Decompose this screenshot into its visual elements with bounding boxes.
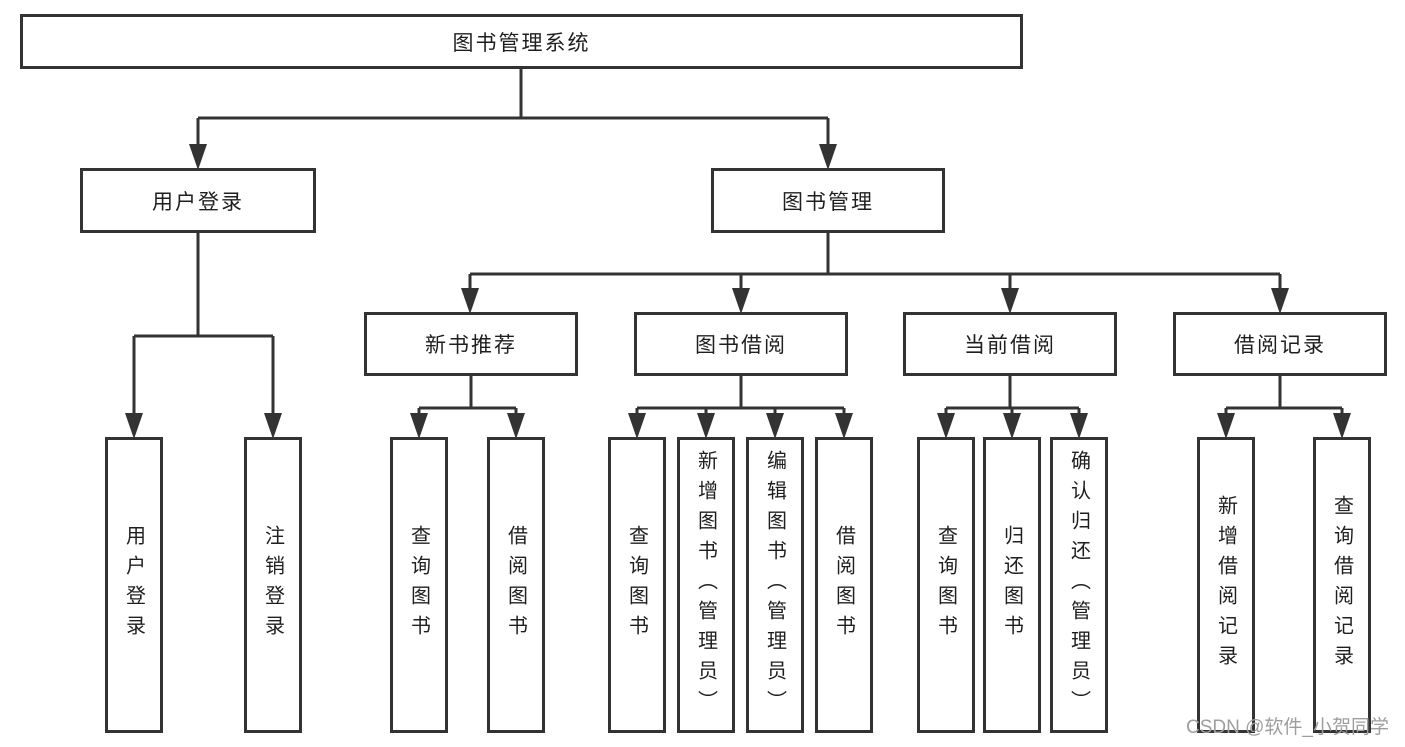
leaf-logout: 注销登录 [244, 437, 302, 733]
leaf-current-confirm-return: 确认归还（管理员） [1050, 437, 1108, 733]
node-borrowing-records: 借阅记录 [1173, 312, 1387, 376]
leaf-borrowing-borrow-books-label: 借阅图书 [832, 525, 855, 645]
leaf-current-confirm-return-label: 确认归还（管理员） [1067, 450, 1090, 720]
leaf-records-query-record-label: 查询借阅记录 [1330, 495, 1353, 675]
node-user-login-label: 用户登录 [152, 190, 244, 214]
node-borrowing-records-label: 借阅记录 [1234, 334, 1326, 357]
leaf-current-return-books-label: 归还图书 [1000, 525, 1023, 645]
leaf-borrowing-edit-books-label: 编辑图书（管理员） [763, 450, 786, 720]
node-current-borrowing-label: 当前借阅 [964, 334, 1056, 357]
leaf-current-return-books: 归还图书 [983, 437, 1041, 733]
leaf-records-query-record: 查询借阅记录 [1313, 437, 1371, 733]
leaf-borrowing-add-books-label: 新增图书（管理员） [694, 450, 717, 720]
leaf-recommend-borrow-books: 借阅图书 [487, 437, 545, 733]
leaf-borrowing-query-books-label: 查询图书 [625, 525, 648, 645]
leaf-user-login-label: 用户登录 [122, 525, 145, 645]
node-new-book-recommend: 新书推荐 [364, 312, 578, 376]
leaf-borrowing-query-books: 查询图书 [608, 437, 666, 733]
leaf-logout-label: 注销登录 [261, 525, 284, 645]
node-book-borrowing-label: 图书借阅 [695, 334, 787, 357]
node-book-borrowing: 图书借阅 [634, 312, 848, 376]
leaf-recommend-borrow-books-label: 借阅图书 [504, 525, 527, 645]
leaf-records-add-record: 新增借阅记录 [1197, 437, 1255, 733]
leaf-borrowing-borrow-books: 借阅图书 [815, 437, 873, 733]
leaf-records-add-record-label: 新增借阅记录 [1214, 495, 1237, 675]
leaf-current-query-books-label: 查询图书 [934, 525, 957, 645]
node-book-management-label: 图书管理 [782, 190, 874, 214]
node-library-system: 图书管理系统 [20, 14, 1023, 69]
leaf-recommend-query-books: 查询图书 [390, 437, 448, 733]
node-book-management: 图书管理 [711, 168, 945, 233]
leaf-borrowing-add-books: 新增图书（管理员） [677, 437, 735, 733]
leaf-user-login: 用户登录 [105, 437, 163, 733]
leaf-recommend-query-books-label: 查询图书 [407, 525, 430, 645]
node-library-system-label: 图书管理系统 [452, 31, 591, 55]
leaf-current-query-books: 查询图书 [917, 437, 975, 733]
csdn-watermark: CSDN @软件_小贺同学 [1186, 717, 1389, 738]
arrowheads [125, 144, 1351, 439]
node-user-login: 用户登录 [80, 168, 316, 233]
node-current-borrowing: 当前借阅 [903, 312, 1117, 376]
leaf-borrowing-edit-books: 编辑图书（管理员） [746, 437, 804, 733]
node-new-book-recommend-label: 新书推荐 [425, 334, 517, 357]
